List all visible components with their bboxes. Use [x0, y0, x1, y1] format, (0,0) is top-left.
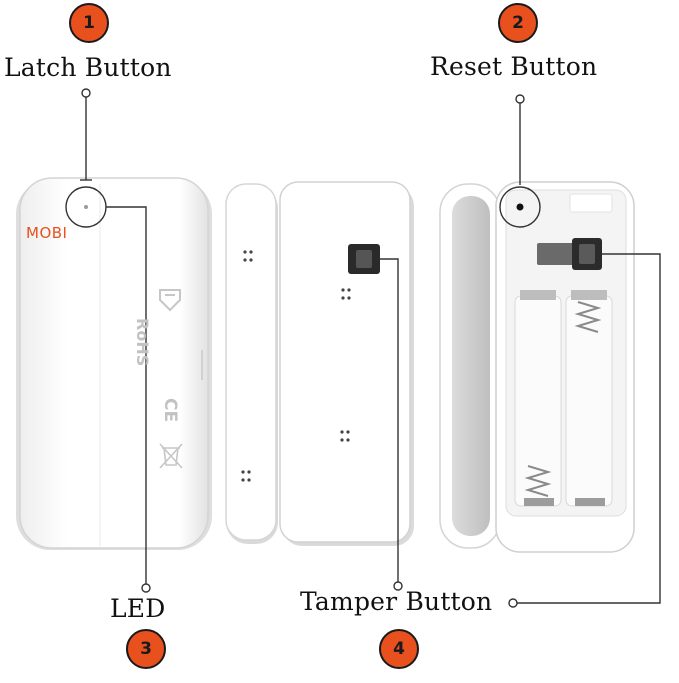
reset-leader-dot	[515, 94, 525, 104]
sensor-side-view	[225, 181, 414, 546]
led-label: LED	[110, 594, 166, 623]
sensor-back-view	[439, 181, 635, 553]
reset-button-label: Reset Button	[430, 52, 598, 81]
latch-leader-dot	[81, 88, 91, 98]
tamper-leader-dot-a	[393, 581, 403, 591]
tamper-leader-dot-b	[508, 598, 518, 608]
rohs-mark: RoHS	[133, 318, 152, 367]
callout-badge-1: 1	[69, 3, 109, 43]
tamper-button-label: Tamper Button	[300, 587, 493, 616]
led-leader-dot	[141, 583, 151, 593]
mobi-logo: MOBI	[26, 224, 68, 242]
callout-badge-2: 2	[498, 3, 538, 43]
sensor-front-view	[16, 177, 212, 550]
ce-mark: CE	[160, 398, 180, 423]
leader-lines	[65, 88, 661, 608]
callout-badge-4: 4	[379, 629, 419, 669]
callout-badge-3: 3	[126, 629, 166, 669]
latch-button-label: Latch Button	[4, 53, 172, 82]
reset-callout-circle	[499, 186, 541, 228]
